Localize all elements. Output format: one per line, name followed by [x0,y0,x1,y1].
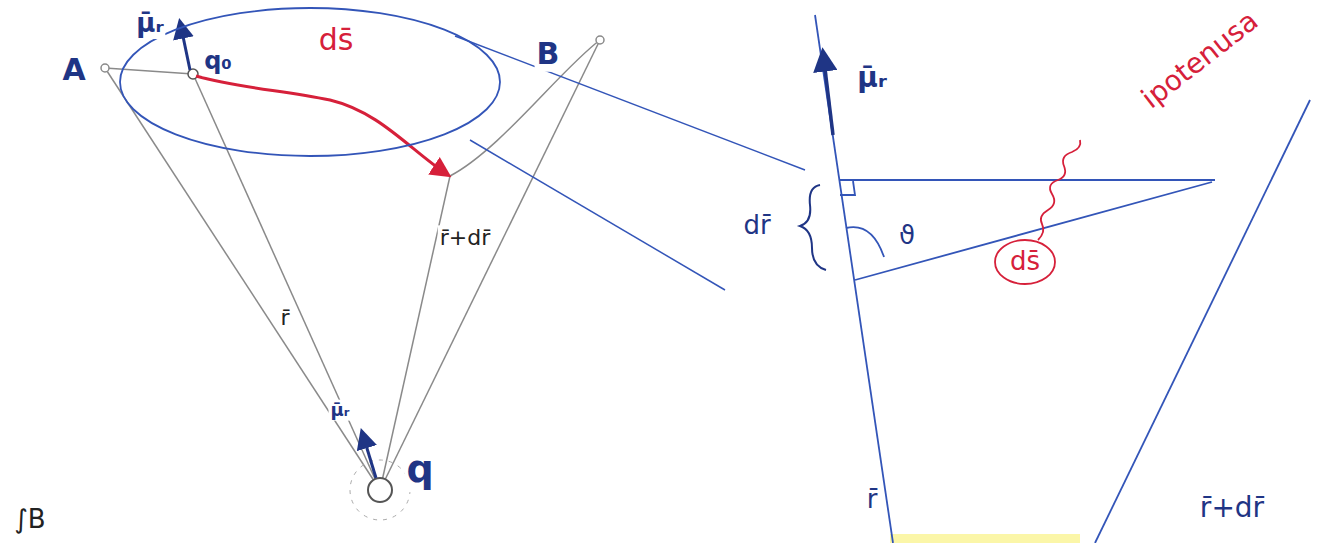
gray-lines [105,40,600,490]
unit-vector [823,52,833,135]
unit-vector-label: μ̄ᵣ [855,62,888,94]
displacement-label: ds̄ [1008,247,1042,277]
unit-vector-label: μ̄ᵣ [134,9,165,39]
point-a [101,64,109,72]
highlight [890,534,1080,543]
charge-label: q [404,448,435,492]
unit-vector [362,432,376,478]
angle-label: ϑ [897,221,917,251]
circle-mark [995,240,1055,284]
point-b [596,36,604,44]
displacement-label: ds̄ [317,23,356,58]
source-charge [368,478,392,502]
zoom-ellipse [120,8,500,156]
note-label: ipotenusa [1134,4,1266,117]
point-label: A [60,53,87,88]
vector-label: r̄+dr̄ [1198,492,1266,524]
zoom-lines [455,36,805,290]
unit-vector [180,22,190,70]
inset-triangle [815,15,1310,543]
ds-path [196,76,448,175]
squiggle [1038,140,1080,240]
unit-vector-label: μ̄ᵣ [329,400,352,421]
vector-label: r̄ [865,485,880,515]
vector-label: r̄ [278,305,291,330]
charge-label: q₀ [202,48,234,76]
vector-label: dr̄ [741,211,772,241]
charge-halo [350,460,410,520]
vector-label: r̄+dr̄ [438,225,493,250]
point-label: B [535,37,562,72]
brace [800,185,826,270]
integral-label: ∫B [12,505,47,535]
